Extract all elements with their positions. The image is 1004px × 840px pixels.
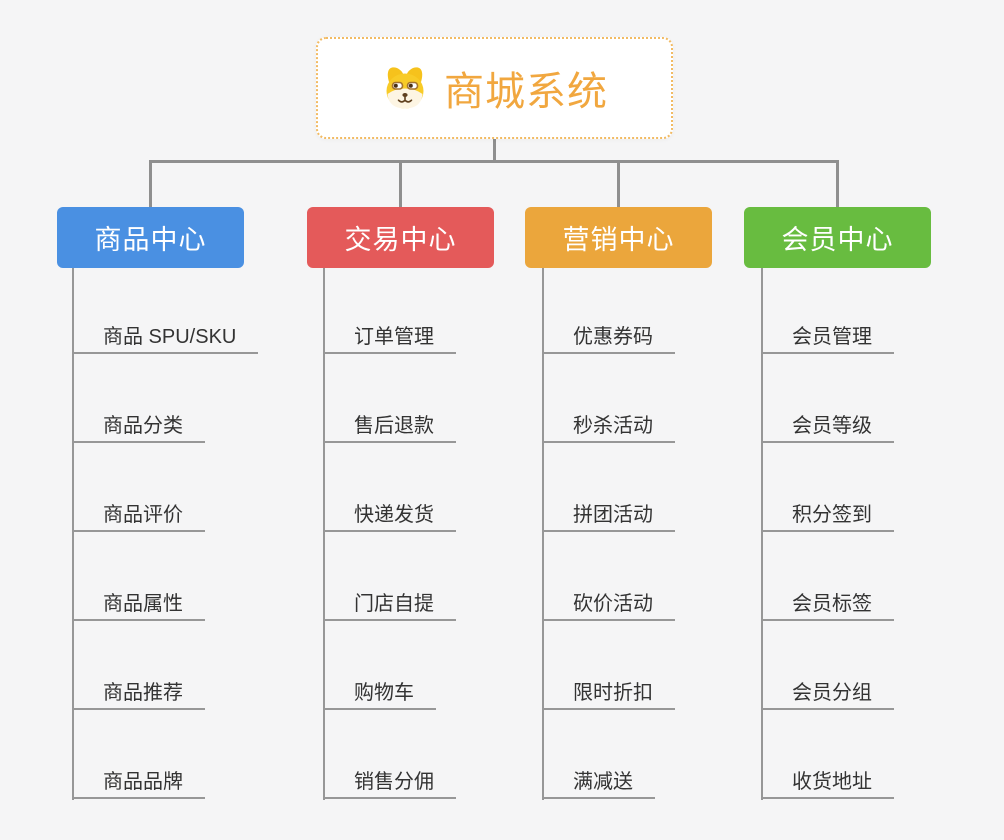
root-title: 商城系统 xyxy=(444,70,608,114)
branch-header-trade-center[interactable]: 交易中心 xyxy=(307,207,494,268)
node-item-member-level[interactable]: 会员等级 xyxy=(761,411,894,443)
node-item-shipping-address[interactable]: 收货地址 xyxy=(761,767,894,799)
node-item-product-brand[interactable]: 商品品牌 xyxy=(72,767,205,799)
node-item-product-review[interactable]: 商品评价 xyxy=(72,500,205,532)
node-item-store-pickup[interactable]: 门店自提 xyxy=(323,589,456,621)
node-item-shopping-cart[interactable]: 购物车 xyxy=(323,678,436,710)
node-item-points-checkin[interactable]: 积分签到 xyxy=(761,500,894,532)
node-item-order-management[interactable]: 订单管理 xyxy=(323,322,456,354)
node-item-full-reduction[interactable]: 满减送 xyxy=(542,767,655,799)
dog-face-icon xyxy=(386,67,424,109)
branch-header-product-center[interactable]: 商品中心 xyxy=(57,207,244,268)
node-item-product-category[interactable]: 商品分类 xyxy=(72,411,205,443)
branch-spine-product xyxy=(72,268,74,800)
root-node[interactable]: 商城系统 xyxy=(316,37,673,139)
node-item-member-tag[interactable]: 会员标签 xyxy=(761,589,894,621)
branch-header-member-center[interactable]: 会员中心 xyxy=(744,207,931,268)
node-item-limited-time-discount[interactable]: 限时折扣 xyxy=(542,678,675,710)
branch-spine-trade xyxy=(323,268,325,800)
node-item-member-group[interactable]: 会员分组 xyxy=(761,678,894,710)
branch-header-marketing-center[interactable]: 营销中心 xyxy=(525,207,712,268)
node-item-product-spu-sku[interactable]: 商品 SPU/SKU xyxy=(72,322,259,354)
node-item-group-buy[interactable]: 拼团活动 xyxy=(542,500,675,532)
node-item-aftersale-refund[interactable]: 售后退款 xyxy=(323,411,456,443)
node-item-coupon-code[interactable]: 优惠券码 xyxy=(542,322,675,354)
node-item-member-management[interactable]: 会员管理 xyxy=(761,322,894,354)
node-item-sales-commission[interactable]: 销售分佣 xyxy=(323,767,456,799)
node-item-flash-sale[interactable]: 秒杀活动 xyxy=(542,411,675,443)
node-item-bargain-activity[interactable]: 砍价活动 xyxy=(542,589,675,621)
node-item-product-recommend[interactable]: 商品推荐 xyxy=(72,678,205,710)
branch-spine-member xyxy=(761,268,763,800)
branch-spine-marketing xyxy=(542,268,544,800)
node-item-product-attribute[interactable]: 商品属性 xyxy=(72,589,205,621)
node-item-express-delivery[interactable]: 快递发货 xyxy=(323,500,456,532)
